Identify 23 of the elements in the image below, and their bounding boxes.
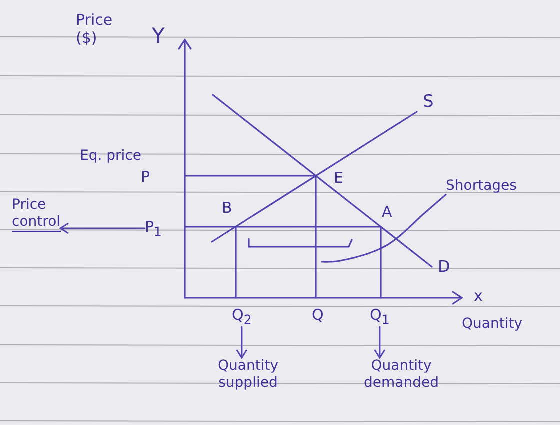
annotation-text: Quantity demanded [364,358,439,392]
curve-label: S [423,92,434,112]
axis-title: Quantity [462,316,522,333]
axis-letter: x [474,287,483,305]
arrow [60,222,146,234]
arrow [236,326,248,359]
point-label: B [222,199,232,217]
price-level-label: P$_{1}$ [145,218,162,239]
price-control-label: Price control [12,197,61,232]
curve-label: D [438,257,450,276]
quantity-level-label: Q$_{1}$ [370,306,390,327]
quantity-level-label: Q$_{2}$ [232,306,252,327]
point-label: E [334,169,344,187]
annotation-text: Shortages [446,178,517,195]
price-label: Eq. price [80,148,142,165]
quantity-level-label: Q [312,306,324,324]
price-level-label: P [141,168,150,186]
leader-line [321,194,447,263]
arrow [374,326,386,359]
point-label: A [382,203,392,221]
axis-letter: Y [152,24,165,50]
annotation-text: Quantity supplied [218,358,278,392]
axis-title: Price ($) [76,11,113,47]
